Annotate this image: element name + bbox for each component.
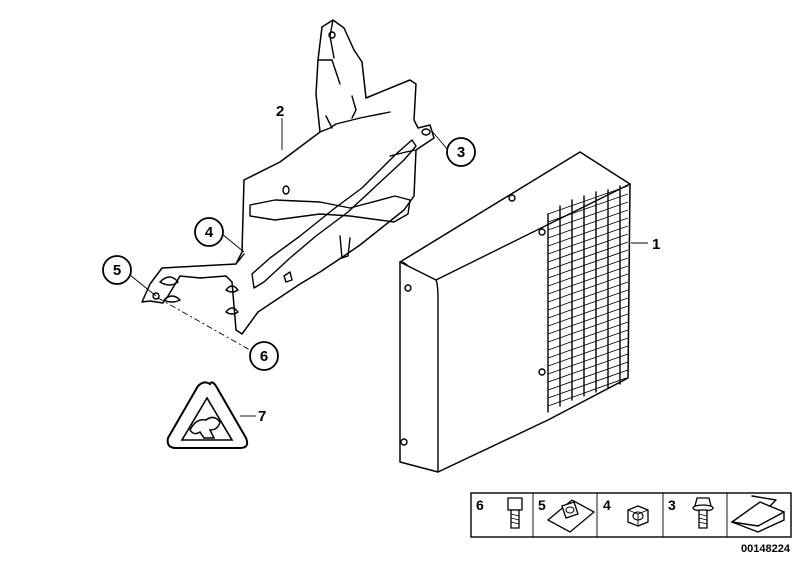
legend-item-flat-part [730, 495, 785, 533]
legend-item-3: 3 [668, 497, 714, 529]
bolt-icon [507, 497, 523, 529]
callout-7: 7 [258, 408, 266, 425]
cooling-fins [547, 185, 629, 413]
drawing-number: 00148224 [741, 543, 791, 555]
svg-text:3: 3 [668, 497, 676, 513]
callout-6: 6 [249, 341, 279, 371]
callout-3: 3 [446, 137, 476, 167]
hex-nut-icon [627, 505, 649, 527]
svg-text:6: 6 [476, 497, 484, 513]
svg-text:5: 5 [538, 497, 546, 513]
flange-bolt-icon [692, 497, 714, 529]
legend-item-6: 6 [476, 497, 523, 529]
fastener-legend: 6 5 4 3 [470, 492, 792, 538]
warning-label-part [166, 381, 249, 449]
svg-text:3: 3 [457, 144, 465, 161]
svg-text:7: 7 [258, 408, 266, 425]
svg-text:4: 4 [205, 224, 214, 241]
svg-text:1: 1 [652, 236, 660, 253]
callout-4: 4 [194, 217, 224, 247]
legend-item-5: 5 [538, 497, 596, 533]
callout-5: 5 [102, 255, 132, 285]
callout-1: 1 [652, 236, 660, 253]
callout-2: 2 [276, 103, 284, 120]
hand-symbol-icon [189, 416, 221, 439]
svg-text:6: 6 [260, 348, 268, 365]
flat-part-icon [730, 495, 785, 533]
bracket-part [141, 19, 435, 335]
amplifier-unit-part [399, 151, 631, 473]
leader-lines [129, 118, 648, 417]
legend-item-4: 4 [603, 497, 649, 527]
svg-text:5: 5 [113, 262, 121, 279]
svg-text:4: 4 [603, 497, 611, 513]
clip-nut-icon [546, 499, 596, 533]
svg-text:2: 2 [276, 103, 284, 120]
